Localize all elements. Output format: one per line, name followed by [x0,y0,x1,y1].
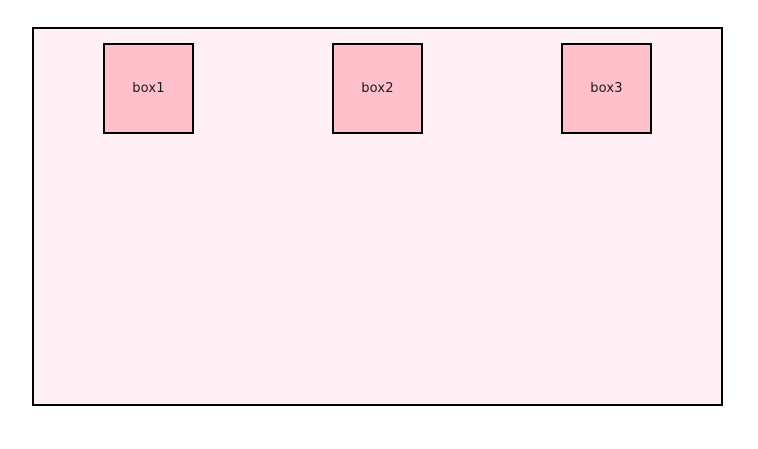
flex-item-box3[interactable]: box3 [561,43,652,134]
flex-item-label: box2 [361,81,394,96]
flex-item-label: box3 [590,81,623,96]
flex-container: box1 box2 box3 [32,27,723,406]
flex-item-box2[interactable]: box2 [332,43,423,134]
flex-item-box1[interactable]: box1 [103,43,194,134]
flex-item-label: box1 [132,81,165,96]
